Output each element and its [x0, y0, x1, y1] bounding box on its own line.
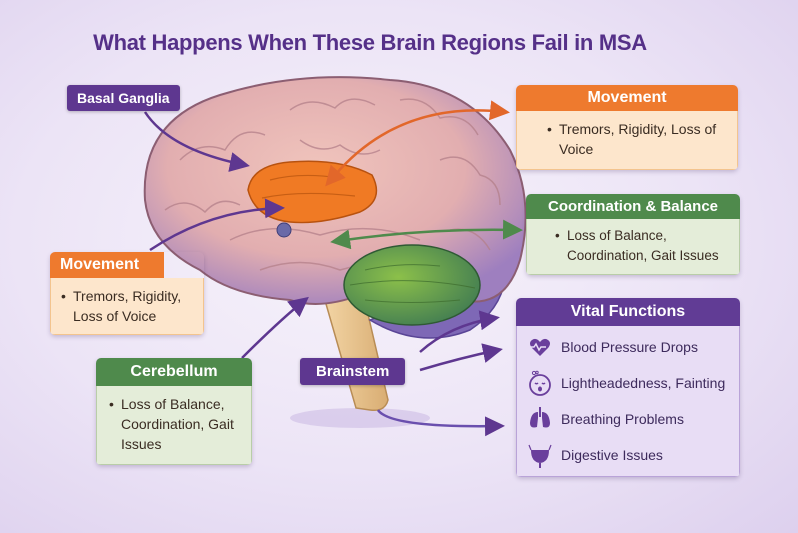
bullet-dot: •: [61, 288, 66, 304]
vital-item: Breathing Problems: [527, 406, 733, 432]
card-header: Coordination & Balance: [526, 194, 740, 219]
bullet-dot: •: [109, 396, 114, 412]
bullet-item: • Tremors, Rigidity, Loss of Voice: [61, 286, 195, 326]
card-header: Vital Functions: [516, 298, 740, 326]
vital-item-label: Blood Pressure Drops: [561, 339, 698, 355]
vital-item: Digestive Issues: [527, 442, 733, 468]
striatum-shape: [247, 160, 378, 224]
shadow: [290, 408, 430, 428]
arrow-brainstem-2: [419, 343, 503, 372]
bullet-text: Tremors, Rigidity, Loss of Voice: [559, 121, 717, 157]
card-header: Cerebellum: [96, 358, 252, 386]
vital-item: Blood Pressure Drops: [527, 334, 733, 360]
bullet-item: • Tremors, Rigidity, Loss of Voice: [547, 119, 721, 159]
label-brainstem: Brainstem: [300, 358, 406, 385]
card-movement-left: Movement • Tremors, Rigidity, Loss of Vo…: [50, 252, 204, 335]
dizzy-face-icon: [529, 370, 551, 396]
card-cerebellum: Cerebellum • Loss of Balance, Coordinati…: [96, 358, 252, 465]
arrow-brainstem-1: [419, 310, 500, 353]
bullet-text: Loss of Balance, Coordination, Gait Issu…: [121, 396, 234, 452]
arrow-movement-right: [325, 100, 510, 187]
card-vital-functions: Vital Functions Blood Pressure Drops Lig…: [516, 298, 740, 477]
page-title: What Happens When These Brain Regions Fa…: [93, 30, 647, 55]
arrow-coordination: [330, 219, 523, 250]
vital-item-label: Digestive Issues: [561, 447, 663, 463]
vital-item-label: Breathing Problems: [561, 411, 684, 427]
vital-item-label: Lightheadedness, Fainting: [561, 375, 726, 391]
card-header: Movement: [50, 252, 164, 278]
card-coordination-balance: Coordination & Balance • Loss of Balance…: [526, 194, 740, 275]
heart-pulse-icon: [528, 338, 550, 356]
substantia-nigra-shape: [276, 222, 292, 238]
bullet-item: • Loss of Balance, Coordination, Gait Is…: [555, 226, 731, 266]
arrow-cerebellum: [241, 296, 309, 359]
label-basal-ganglia: Basal Ganglia: [67, 85, 180, 111]
bullet-dot: •: [555, 228, 560, 243]
card-movement-right: Movement • Tremors, Rigidity, Loss of Vo…: [516, 85, 738, 170]
bullet-text: Loss of Balance, Coordination, Gait Issu…: [567, 228, 719, 263]
bullet-text: Tremors, Rigidity, Loss of Voice: [73, 288, 182, 324]
lungs-icon: [530, 407, 550, 428]
bladder-icon: [528, 444, 552, 468]
arrow-basal-ganglia: [143, 111, 250, 172]
card-header: Movement: [516, 85, 738, 111]
arrow-movement-left: [149, 198, 285, 252]
bullet-dot: •: [547, 121, 552, 137]
vital-item: Lightheadedness, Fainting: [527, 370, 733, 396]
bullet-item: • Loss of Balance, Coordination, Gait Is…: [109, 394, 243, 454]
arrow-brainstem-3: [376, 409, 505, 437]
